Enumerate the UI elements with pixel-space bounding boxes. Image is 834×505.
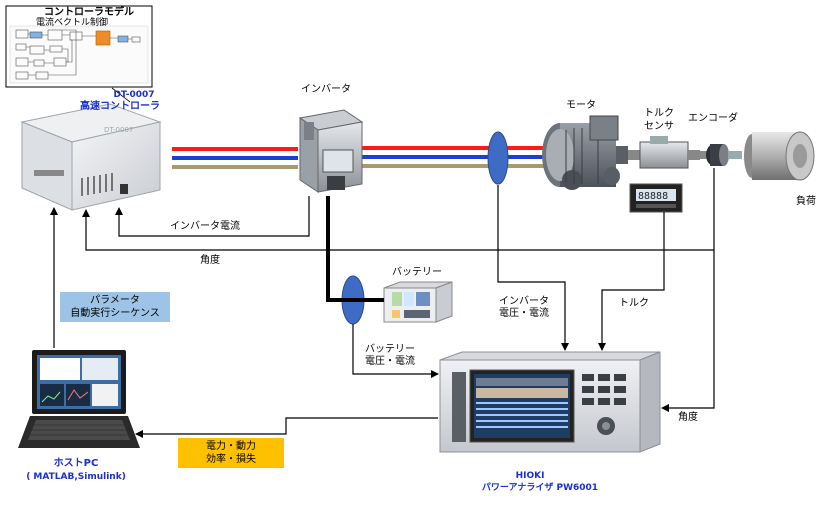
encoder-label: エンコーダ (688, 113, 738, 124)
angle-top-label: 角度 (200, 255, 220, 266)
inverter-label: インバータ (301, 84, 351, 95)
controller-model-subtitle: 電流ベクトル制御 (36, 18, 109, 28)
inverter-vi-label-line1: インバータ (499, 296, 549, 307)
controller-model-label: DT-0007 (113, 90, 155, 100)
torque-sensor-image (628, 136, 700, 169)
host-pc-name: ホストPC (53, 458, 99, 469)
torque-label: トルク (619, 298, 649, 309)
inverter-vi-label-line2: 電圧・電流 (499, 308, 549, 319)
wire-to-host (135, 417, 438, 438)
encoder-image (700, 144, 742, 166)
param-box-bg (60, 292, 170, 322)
power-box-bg (178, 438, 284, 468)
current-clamp-inverter-output (487, 131, 509, 185)
battery-image (383, 281, 453, 323)
analyzer-name: パワーアナライザ PW6001 (481, 483, 599, 493)
wire-battery-vi (352, 324, 439, 378)
wire-inverter-vi (497, 185, 569, 351)
wire-controller-zoom (111, 87, 131, 103)
wire-inverter-current (115, 196, 310, 237)
wire-torque (598, 212, 665, 351)
analyzer-brand: HIOKI (515, 471, 545, 481)
controller-model-title: コントローラモデル (44, 7, 134, 18)
param-box-line2: 自動実行シーケンス (70, 308, 160, 319)
dc-bus (326, 196, 384, 302)
inverter-image (298, 109, 364, 193)
param-box-line1: パラメータ (90, 295, 140, 306)
wire-angle-top (82, 168, 715, 251)
power-box-line2: 効率・損失 (206, 454, 256, 465)
battery-vi-label-line1: バッテリー (365, 344, 415, 355)
power-analyzer-image (439, 351, 661, 453)
torque-sensor-label-line2: センサ (644, 121, 674, 132)
controller-unit-image: DT-0007 (20, 103, 162, 211)
host-pc-image (18, 350, 140, 448)
wire-angle-right (661, 250, 715, 412)
load-image (744, 131, 815, 181)
battery-vi-label-line2: 電圧・電流 (365, 356, 415, 367)
torque-sensor-label-line1: トルク (644, 108, 674, 119)
signal-wires (50, 87, 715, 438)
load-label: 負荷 (796, 196, 816, 207)
inverter-current-label: インバータ電流 (170, 221, 240, 232)
three-phase-lines (172, 146, 545, 169)
power-box-line1: 電力・動力 (206, 441, 256, 452)
controller-model-box (5, 5, 153, 88)
motor-image (542, 115, 628, 190)
svg-text:88888: 88888 (638, 191, 668, 202)
host-pc-software: ( MATLAB,Simulink) (26, 472, 126, 482)
angle-right-label: 角度 (678, 412, 698, 423)
motor-label: モータ (566, 100, 596, 111)
battery-label: バッテリー (392, 267, 442, 278)
controller-name-label: 高速コントローラ (80, 101, 160, 112)
svg-text:DT-0007: DT-0007 (104, 126, 133, 134)
torque-meter-image: 88888 (629, 183, 683, 213)
